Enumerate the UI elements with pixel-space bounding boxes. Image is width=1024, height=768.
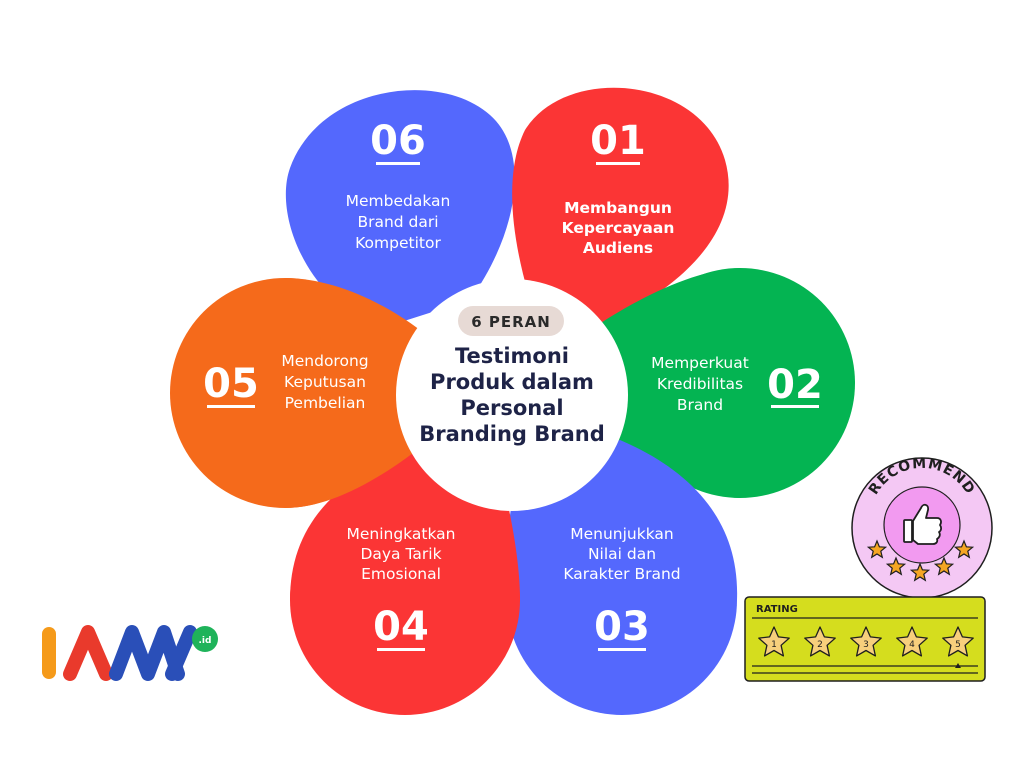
petal-03-line-3: Karakter Brand	[563, 565, 680, 583]
rating-star-5-icon[interactable]	[942, 626, 974, 657]
recommend-star-icon	[885, 556, 907, 576]
rating-star-2-icon[interactable]	[804, 626, 836, 657]
petal-03-underline	[598, 648, 646, 651]
iam-logo: .id	[42, 625, 218, 681]
petal-06-number: 06	[370, 118, 426, 164]
petal-06-line-2: Brand dari	[357, 213, 438, 231]
petal-01-number: 01	[590, 118, 646, 164]
petal-05-underline	[207, 405, 255, 408]
rating-star-3-label: 3	[863, 640, 869, 650]
rating-star-4-icon[interactable]	[896, 626, 928, 657]
petal-05-line-1: Mendorong	[281, 352, 368, 370]
petal-06	[285, 90, 515, 330]
petal-01-underline	[596, 162, 640, 165]
petal-01	[512, 87, 729, 330]
center-badge-text: 6 PERAN	[471, 313, 551, 331]
petal-02-line-3: Brand	[677, 396, 723, 414]
petal-05-line-3: Pembelian	[285, 394, 366, 412]
center-title-line-3: Personal	[460, 396, 563, 420]
petal-03-line-2: Nilai dan	[588, 545, 656, 563]
rating-card: RATING 1 2 3 4 5	[744, 596, 986, 682]
petal-04-line-2: Daya Tarik	[360, 545, 441, 563]
petal-05-line-2: Keputusan	[284, 373, 366, 391]
center-title-line-4: Branding Brand	[419, 422, 605, 446]
petal-04-line-3: Emosional	[361, 565, 441, 583]
rating-star-1-label: 1	[771, 640, 777, 650]
petal-01-line-1: Membangun	[564, 199, 672, 217]
petal-05-number: 05	[203, 361, 259, 407]
recommend-star-icon	[909, 562, 931, 582]
petal-02-number: 02	[767, 362, 823, 408]
center-circle	[396, 279, 628, 511]
petal-06-line-1: Membedakan	[346, 192, 451, 210]
rating-star-4-label: 4	[909, 640, 915, 650]
rating-selector-indicator	[955, 663, 961, 668]
logo-suffix: .id	[199, 636, 212, 646]
rating-label: RATING	[756, 604, 798, 615]
rating-star-1-icon[interactable]	[758, 626, 790, 657]
petal-04-line-1: Meningkatkan	[346, 525, 455, 543]
petal-03-number: 03	[594, 604, 650, 650]
petal-02-line-2: Kredibilitas	[657, 375, 743, 393]
recommend-star-icon	[866, 539, 888, 559]
petal-06-underline	[376, 162, 420, 165]
recommend-stars	[866, 539, 975, 582]
rating-star-2-label: 2	[817, 640, 823, 650]
recommend-star-icon	[933, 556, 955, 576]
center-badge	[458, 306, 564, 336]
petal-03-line-1: Menunjukkan	[570, 525, 674, 543]
petal-06-line-3: Kompetitor	[355, 234, 441, 252]
petal-01-line-2: Kepercayaan	[562, 219, 675, 237]
petal-02-underline	[771, 405, 819, 408]
center-title-line-1: Testimoni	[455, 344, 569, 368]
petal-05	[170, 278, 430, 508]
petal-02-line-1: Memperkuat	[651, 354, 749, 372]
recommend-star-icon	[953, 539, 975, 559]
recommend-badge: RECOMMEND	[851, 456, 993, 599]
center-title-line-2: Produk dalam	[430, 370, 594, 394]
petal-02	[590, 268, 855, 498]
rating-star-5-label: 5	[955, 640, 961, 650]
thumbs-up-icon	[903, 503, 942, 545]
petal-04-number: 04	[373, 604, 429, 650]
petal-01-line-3: Audiens	[583, 239, 653, 257]
petal-04-underline	[377, 648, 425, 651]
rating-star-3-icon[interactable]	[850, 626, 882, 657]
